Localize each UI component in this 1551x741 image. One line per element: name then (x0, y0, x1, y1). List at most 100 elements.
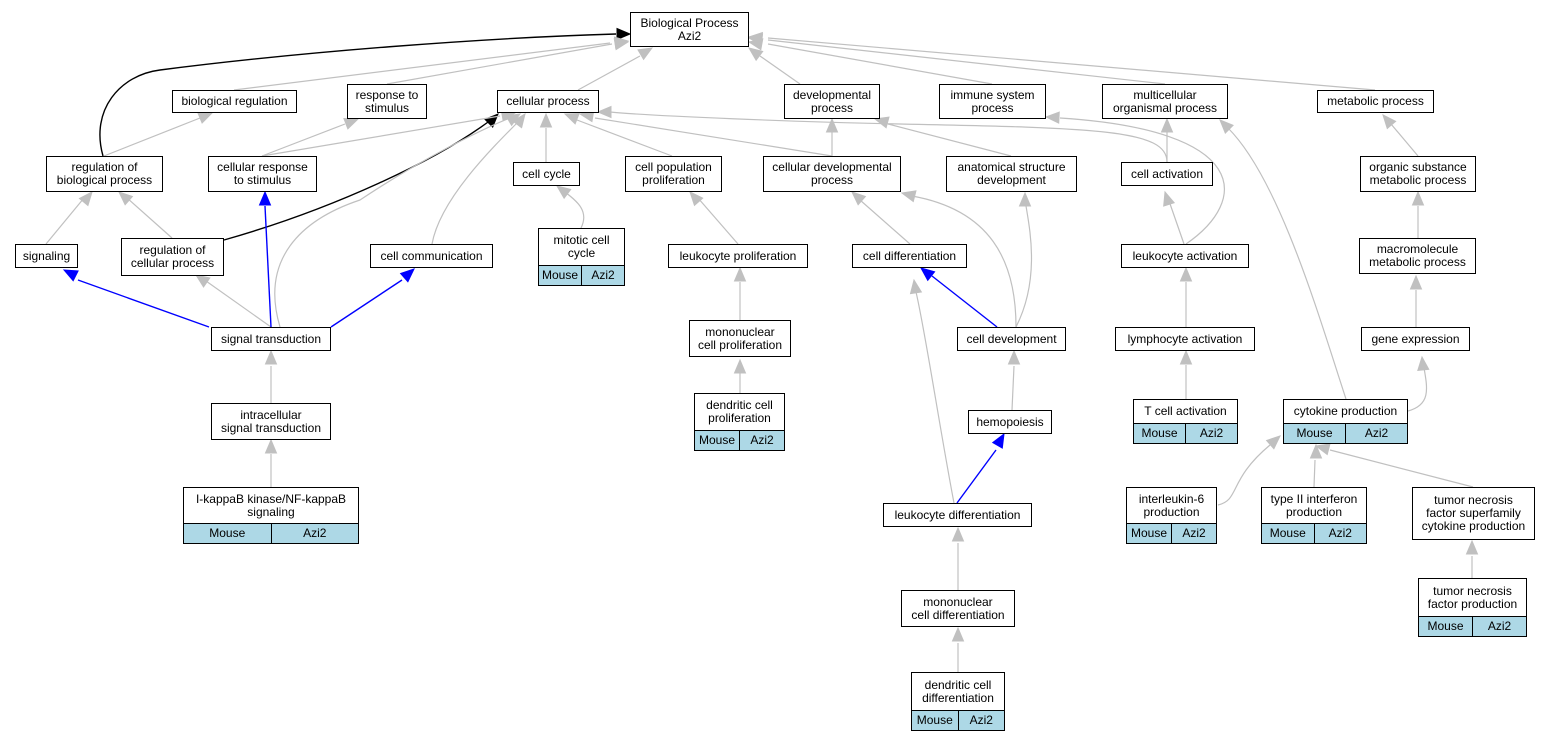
node-regulation-of-cellular-process[interactable]: regulation of cellular process (121, 238, 224, 276)
node-tnf-superfamily-cytokine-production[interactable]: tumor necrosis factor superfamily cytoki… (1412, 487, 1535, 540)
node-root[interactable]: Biological Process Azi2 (630, 12, 749, 47)
edge-line (77, 279, 210, 328)
node-cell-activation[interactable]: cell activation (1121, 162, 1213, 186)
node-macromolecule-metabolic-process[interactable]: macromolecule metabolic process (1359, 238, 1476, 274)
edge-arrowhead (194, 274, 211, 288)
node-cell-cycle[interactable]: cell cycle (513, 162, 580, 186)
node-label: immune system process (950, 87, 1035, 115)
node-label: hemopoiesis (976, 414, 1044, 429)
node-label: interleukin-6 production (1138, 491, 1205, 519)
edge-line (887, 123, 1012, 157)
node-label: regulation of biological process (56, 160, 153, 187)
node-leukocyte-activation[interactable]: leukocyte activation (1121, 244, 1249, 268)
node-cellular-response-to-stimulus[interactable]: cellular response to stimulus (208, 156, 317, 192)
edge-line (99, 33, 617, 157)
edge-line (1329, 449, 1474, 488)
node-cell-differentiation[interactable]: cell differentiation (852, 244, 967, 268)
edge-arrowhead (264, 349, 278, 365)
edge-line (767, 39, 1166, 85)
edge-arrowhead (555, 185, 572, 200)
node-hemopoiesis[interactable]: hemopoiesis (968, 410, 1052, 434)
node-label: mononuclear cell differentiation (911, 594, 1005, 622)
edge-arrowhead (118, 191, 134, 206)
node-cell-population-proliferation[interactable]: cell population proliferation (625, 156, 722, 192)
node-gene-expression[interactable]: gene expression (1361, 327, 1470, 351)
node-label: cytokine production (1293, 404, 1398, 418)
node-label: anatomical structure development (957, 160, 1066, 187)
node-label: cell communication (380, 248, 483, 263)
node-immune-system-process[interactable]: immune system process (939, 84, 1046, 119)
node-label: leukocyte differentiation (894, 507, 1021, 522)
edge-arrowhead (197, 112, 214, 124)
node-label: cellular process (506, 94, 590, 108)
node-anatomical-structure-development[interactable]: anatomical structure development (946, 156, 1077, 192)
edge-arrowhead (1409, 274, 1423, 290)
node-label: Biological Process Azi2 (640, 15, 739, 43)
edge-arrowhead (873, 116, 890, 129)
edge-arrowhead (851, 191, 867, 206)
edge-arrowhead (991, 432, 1005, 449)
node-signaling[interactable]: signaling (15, 244, 78, 268)
node-label: biological regulation (181, 94, 288, 108)
gene-cell: Azi2 (270, 524, 359, 543)
node-mononuclear-cell-proliferation[interactable]: mononuclear cell proliferation (689, 320, 791, 357)
node-cell-communication[interactable]: cell communication (370, 244, 493, 268)
node-biological-regulation[interactable]: biological regulation (172, 90, 297, 113)
edge-arrowhead (733, 266, 747, 282)
node-signal-transduction[interactable]: signal transduction (211, 327, 331, 351)
node-label: tumor necrosis factor superfamily cytoki… (1421, 493, 1526, 533)
node-cellular-developmental-process[interactable]: cellular developmental process (763, 156, 901, 192)
edge-line (261, 123, 346, 157)
node-developmental-process[interactable]: developmental process (784, 84, 880, 119)
node-cellular-process[interactable]: cellular process (497, 90, 599, 113)
node-label: developmental process (792, 87, 872, 115)
species-cell: Mouse (209, 526, 246, 540)
node-leukocyte-differentiation[interactable]: leukocyte differentiation (883, 503, 1032, 527)
node-regulation-of-biological-process[interactable]: regulation of biological process (46, 156, 163, 192)
edge-line (274, 117, 511, 328)
node-label: signal transduction (220, 331, 322, 346)
species-cell: Mouse (1130, 526, 1168, 540)
species-cell: Mouse (698, 433, 736, 447)
node-intracellular-signal-transduction[interactable]: intracellular signal transduction (211, 403, 331, 440)
edge-arrowhead (1018, 191, 1032, 207)
node-cell-development[interactable]: cell development (957, 327, 1066, 351)
edge-arrowhead (825, 117, 839, 133)
node-response-to-stimulus[interactable]: response to stimulus (347, 84, 427, 119)
node-lymphocyte-activation[interactable]: lymphocyte activation (1115, 327, 1255, 351)
species-cell: Mouse (1141, 426, 1178, 440)
node-multicellular-organismal-process[interactable]: multicellular organismal process (1102, 84, 1228, 119)
edge-arrowhead (1007, 349, 1021, 365)
node-leukocyte-proliferation[interactable]: leukocyte proliferation (668, 244, 808, 268)
edge-arrowhead (1382, 114, 1397, 130)
edge-arrowhead (1411, 190, 1425, 206)
node-label: lymphocyte activation (1127, 331, 1243, 346)
edge-line (594, 117, 833, 157)
node-mononuclear-cell-differentiation[interactable]: mononuclear cell differentiation (901, 590, 1015, 627)
edge-arrowhead (399, 268, 415, 283)
edge-line (126, 197, 173, 239)
node-metabolic-process[interactable]: metabolic process (1317, 90, 1434, 113)
edge-line (103, 117, 201, 157)
node-organic-substance-metabolic-process[interactable]: organic substance metabolic process (1360, 156, 1476, 192)
species-cell: Mouse (541, 268, 579, 282)
edge-arrowhead (539, 112, 553, 128)
edge-arrowhead (733, 358, 747, 374)
edge-arrowhead (1179, 266, 1193, 282)
